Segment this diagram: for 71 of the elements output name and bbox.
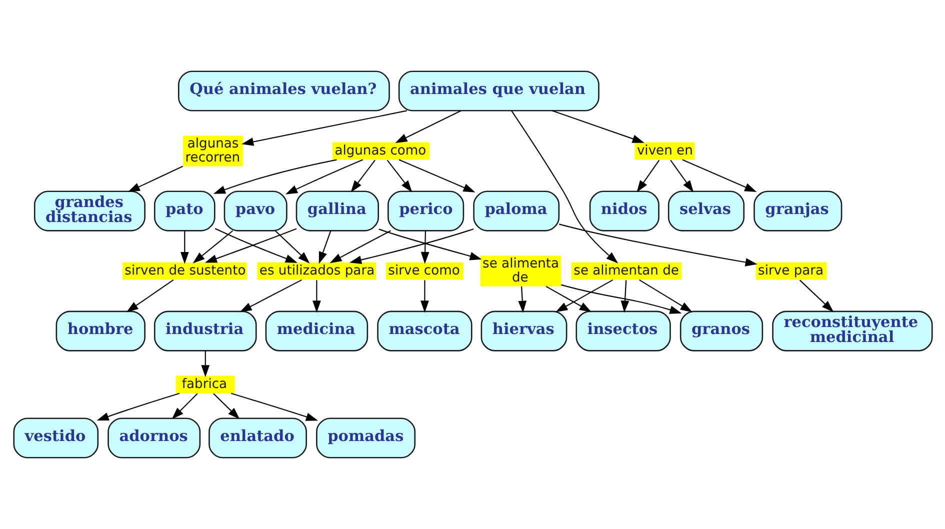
arrow — [386, 160, 412, 192]
node-box: vestido — [12, 418, 98, 458]
node-box: algunas recorren — [182, 136, 243, 166]
node-box: fabrica — [175, 376, 234, 394]
arrow — [378, 228, 482, 260]
arrow — [394, 110, 461, 143]
arrow — [420, 230, 429, 264]
node-box: perico — [387, 190, 464, 232]
node-box: insectos — [575, 310, 670, 352]
arrow — [329, 230, 390, 264]
arrow — [239, 279, 302, 312]
node-box: es utilizados para — [256, 262, 376, 280]
node-box: sirven de sustento — [122, 262, 246, 280]
arrow — [545, 286, 592, 312]
node-box: selvas — [667, 190, 744, 232]
node-box: reconstituyente medicinal — [772, 310, 932, 352]
node-box: gallina — [295, 190, 378, 232]
arrow — [284, 159, 362, 194]
arrow — [510, 110, 618, 264]
node-box: enlatado — [208, 418, 306, 458]
node-box: medicina — [264, 310, 368, 352]
arrow — [670, 160, 694, 192]
arrow — [560, 284, 682, 314]
arrow — [318, 230, 331, 264]
arrow — [348, 228, 474, 264]
node-box: paloma — [472, 190, 560, 232]
arrow — [230, 392, 318, 421]
node-box: algunas como — [332, 142, 430, 160]
arrow — [398, 159, 475, 192]
node-box: viven en — [634, 142, 694, 160]
arrow — [274, 230, 310, 264]
node-box: pato — [154, 190, 215, 232]
node-box: se alimentan de — [570, 262, 682, 280]
node-box: sirve para — [755, 262, 826, 280]
node-box: hombre — [55, 310, 145, 352]
arrow — [798, 280, 834, 312]
arrow — [212, 393, 240, 420]
node-box: nidos — [588, 190, 659, 232]
arrow — [200, 350, 210, 378]
arrow — [636, 160, 660, 192]
node-box: industria — [154, 310, 256, 352]
node-box: sirve como — [385, 262, 463, 280]
node-box: granjas — [753, 190, 842, 232]
node-box: pomadas — [316, 418, 416, 458]
node-box: se alimenta de — [480, 256, 561, 286]
node-box: grandes distancias — [33, 190, 145, 232]
arrow — [350, 160, 375, 192]
arrow — [127, 166, 183, 192]
node-box: granos — [679, 310, 763, 352]
node-box: pavo — [223, 190, 287, 232]
arrow — [171, 393, 198, 420]
arrow — [682, 159, 756, 192]
arrow — [192, 230, 233, 264]
node-box: animales que vuelan — [398, 70, 599, 112]
node-box: mascota — [376, 310, 472, 352]
arrow — [126, 280, 174, 312]
arrow — [552, 110, 644, 143]
arrow — [558, 224, 757, 266]
arrow — [620, 280, 629, 313]
arrow — [638, 279, 692, 312]
node-box: adornos — [107, 418, 200, 458]
arrow — [555, 279, 613, 312]
arrow — [212, 159, 336, 194]
arrow — [312, 280, 320, 313]
arrow — [180, 230, 188, 264]
arrow — [241, 110, 406, 146]
arrow — [420, 280, 428, 313]
node-box: Qué animales vuelan? — [178, 70, 390, 112]
arrow — [518, 286, 526, 313]
node-box: hiervas — [480, 310, 567, 352]
arrow — [96, 392, 180, 421]
